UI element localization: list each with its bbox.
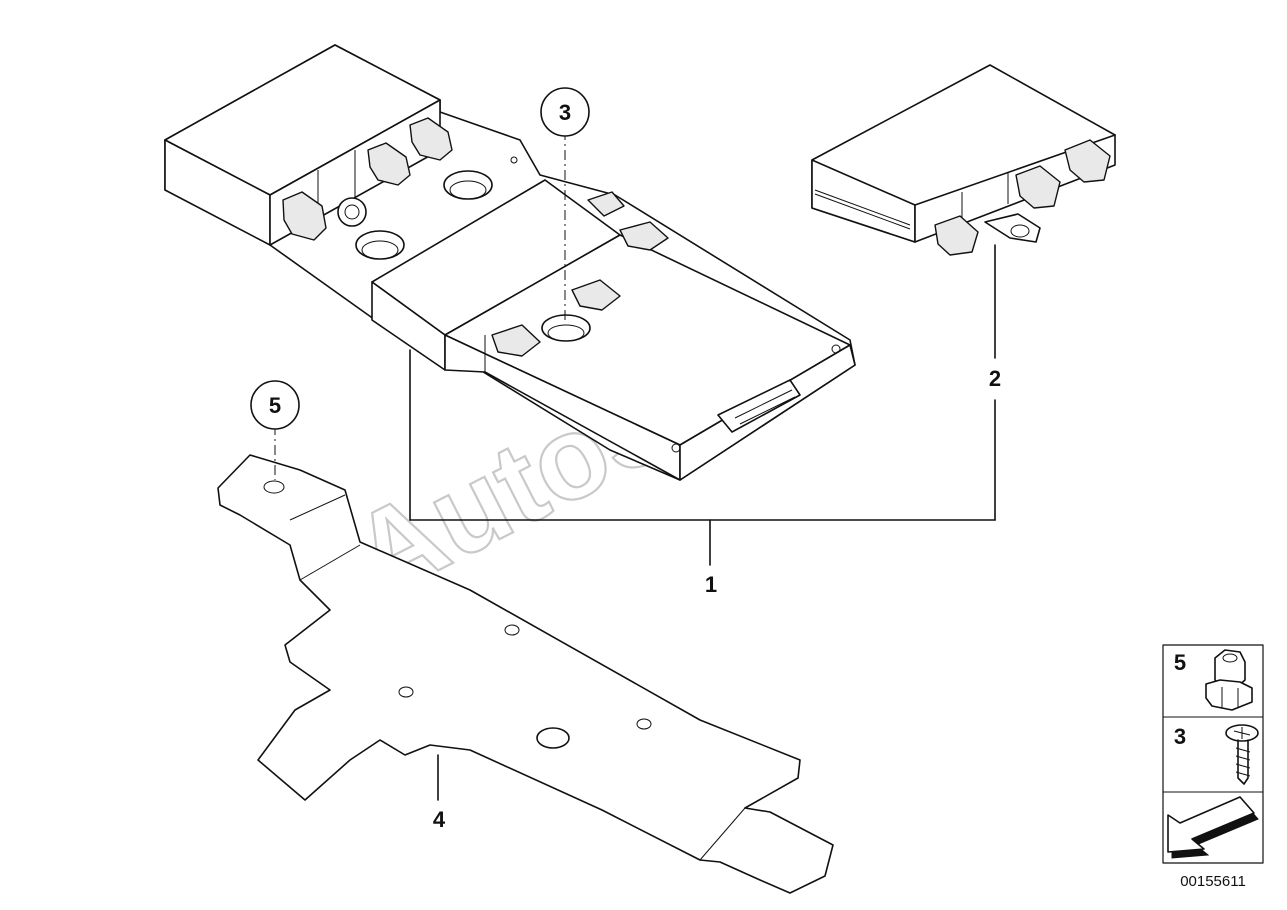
callout-3: 3 [540,87,590,137]
arrow-back-icon[interactable] [1167,796,1259,859]
diagram-id: 00155611 [1180,873,1246,890]
legend-item-5-label: 5 [1174,650,1186,675]
callout-3-label: 3 [559,100,571,125]
legend-item-screw: 3 [1174,724,1259,785]
legend-item-nut: 5 [1174,649,1253,711]
mounting-bracket [217,454,834,894]
callout-4-label: 4 [433,807,446,832]
leader-lines [274,130,996,801]
screw-icon [1225,724,1259,785]
callout-5: 5 [250,380,300,430]
control-unit-assembly [164,44,856,481]
nut-icon [1205,649,1253,711]
legend-item-3-label: 3 [1174,724,1186,749]
legend-panel: 5 3 [1162,644,1264,864]
callout-2-label: 2 [989,366,1001,391]
callout-1-label: 1 [705,572,717,597]
callout-5-label: 5 [269,393,281,418]
small-control-unit [811,64,1116,256]
